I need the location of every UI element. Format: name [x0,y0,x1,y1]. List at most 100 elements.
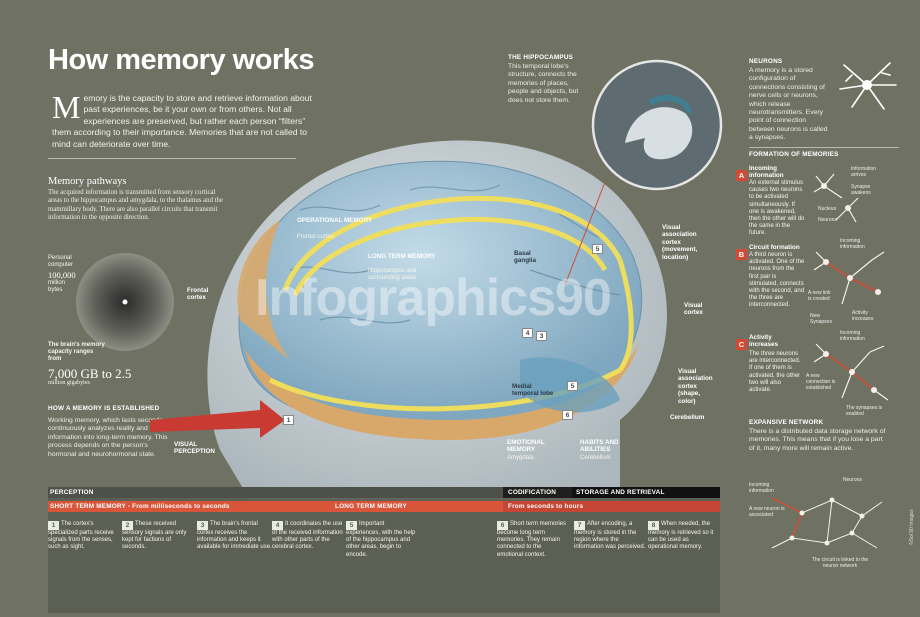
established-heading: HOW A MEMORY IS ESTABLISHED [48,405,160,412]
expansive-note-4: The circuit is linked to the neuron netw… [811,557,869,569]
expansive-note-3: A new neuron is associated [749,506,785,518]
step-a-note-3: Nucleus [818,206,837,212]
step-c-note-1: Incoming information [840,330,865,342]
step-a-text: An external stimulus causes two neurons … [749,180,805,237]
short-term-label: SHORT TERM MEMORY - From milliseconds to… [50,503,230,510]
watermark: Infographics90 [255,269,612,327]
inset-pointer [564,181,606,286]
label-cerebellum: Cerebellum [670,414,705,421]
step-a-title: Incoming information [749,165,784,180]
codification-label: CODIFICATION [508,489,557,496]
label-long-term: LONG TERM MEMORY [368,253,436,260]
neuron-icon [839,62,897,110]
formation-step-c: C Activity increases The three neurons a… [736,334,800,393]
step-b-letter: B [736,249,747,260]
capacity-value: 7,000 GB to 2.5 [48,366,132,381]
step-b-note-2: A new link is created [808,290,831,302]
long-term-label: LONG TERM MEMORY [335,503,407,510]
step-b-text: A third neuron is activated. One of the … [749,252,805,309]
brain-illustration [150,140,668,500]
computer-value: 100,000 [48,270,76,280]
seconds-hours-label: From seconds to hours [508,503,584,510]
label-operational-sub: Frontal cortex [297,234,334,240]
marker-6: 6 [562,410,573,420]
label-operational: OPERATIONAL MEMORY [297,217,373,224]
step-c-neurons [813,343,889,401]
step-c-note-2: A new connection is established [806,373,836,391]
marker-5b: 5 [592,244,603,254]
marker-5a: 5 [567,381,578,391]
step-a-note-1: Information arrives [851,166,877,178]
step-c-title: Activity increases [749,334,779,349]
expansive-note-1: Incoming information [749,482,774,494]
intro-text: emory is the capacity to store and retri… [52,93,312,149]
step-c-letter: C [736,339,747,350]
pathways-text: The acquired information is transmitted … [48,189,223,222]
storage-label: STORAGE AND RETRIEVAL [576,489,665,496]
perception-bar [48,487,503,498]
hippocampus-heading: THE HIPPOCAMPUS [508,54,574,61]
label-emotional: EMOTIONAL MEMORY [507,439,545,454]
computer-unit: million bytes [48,280,66,294]
hippocampus-inset [591,59,723,191]
label-habits-sub: Cerebellum [580,455,611,461]
credit: ©Sol 90 Images [909,509,915,545]
divider [48,158,296,159]
label-long-term-sub: Hippocampus and surrounding areas [368,268,417,282]
step-a-neurons [813,173,859,223]
short-term-bar [48,501,333,512]
step-b-note-3: New Synapses [810,313,832,325]
step-a-note-4: Neurons [818,217,837,223]
label-emotional-sub: Amygdala [507,455,534,461]
label-basal: Basal ganglia [514,250,537,265]
step-a-note-2: Synapse awakens [851,184,871,196]
step-b-title: Circuit formation [749,244,800,251]
formation-rule [749,147,899,148]
expansive-network [771,497,883,549]
step-b-note-1: Incoming information [840,238,865,250]
capacity-label: The brain's memory capacity ranges from [48,342,105,363]
label-visual-assoc-1: Visual association cortex (movement, loc… [662,224,698,261]
step-b-note-4: Activity increases [852,310,874,322]
label-visual-perception: VISUAL PERCEPTION [174,441,215,456]
label-visual-assoc-2: Visual association cortex (shape, color) [678,368,713,405]
step-a-letter: A [736,170,747,181]
page-title: How memory works [48,44,314,76]
expansive-note-2: Neurons [843,477,862,483]
perception-label: PERCEPTION [50,489,94,496]
label-medial-temporal: Medial temporal lobe [512,383,554,398]
pathways-heading: Memory pathways [48,176,127,187]
intro-dropcap: M [52,89,81,125]
computer-label: Personal computer [48,255,74,269]
hippocampus-text: This temporal lobe's structure, connects… [508,63,579,104]
formation-heading: FORMATION OF MEMORIES [749,151,839,158]
formation-step-b: B Circuit formation A third neuron is ac… [736,244,804,308]
step-c-text: The three neurons are interconnected. If… [749,351,801,394]
label-visual-cortex: Visual cortex [684,302,703,317]
label-habits: HABITS AND ABILITIES [580,439,619,454]
neurons-text: A memory is a stored configuration of co… [749,67,828,142]
capacity-unit: million gigabytes [48,380,90,386]
label-frontal: Frontal cortex [187,287,209,302]
expansive-heading: EXPANSIVE NETWORK [749,419,824,426]
marker-1: 1 [283,415,294,425]
step-b-neurons [813,251,885,305]
step-c-note-3: The synapses is enabled [846,405,883,417]
seconds-hours-bar [503,501,720,512]
formation-step-a: A Incoming information An external stimu… [736,165,804,236]
expansive-text: There is a distributed data storage netw… [749,428,886,452]
neurons-heading: NEURONS [749,58,783,65]
storage-bar [572,487,720,498]
established-text: Working memory, which lasts seconds, con… [48,417,168,458]
codification-bar [503,487,572,498]
marker-3: 3 [536,331,547,341]
